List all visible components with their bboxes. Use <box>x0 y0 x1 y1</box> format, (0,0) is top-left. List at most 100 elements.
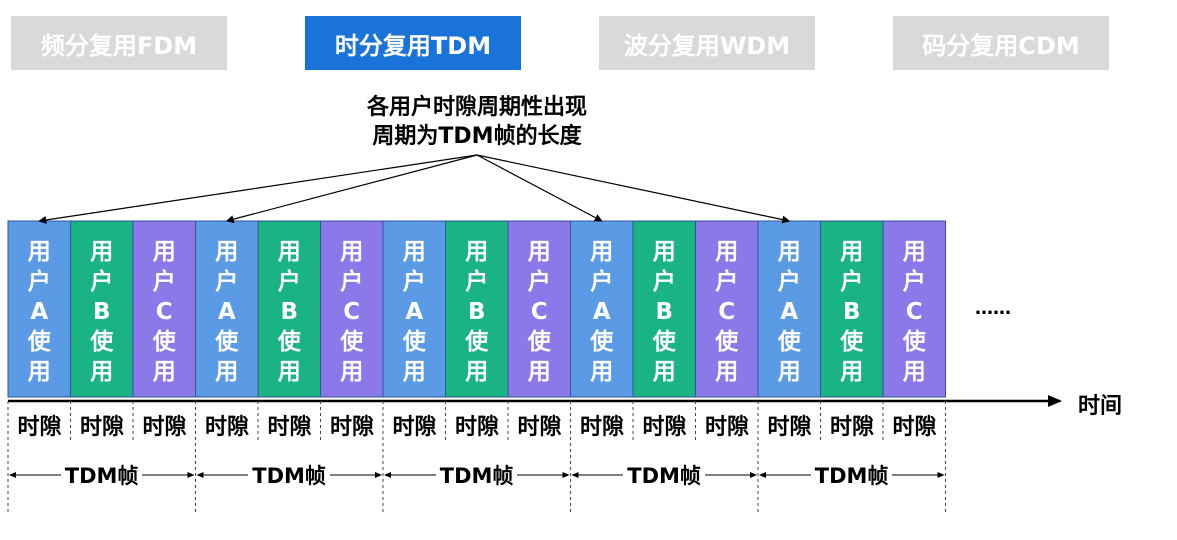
slot-block-char: 用 <box>28 239 51 265</box>
slot-label: 时隙 <box>392 415 437 440</box>
slot-block-char: 使 <box>652 329 677 355</box>
slot-label: 时隙 <box>79 415 124 440</box>
slot-label: 时隙 <box>642 415 687 440</box>
slot-block-char: 使 <box>89 329 114 355</box>
slot-block-char: 用 <box>153 359 176 385</box>
slot-block-char: 用 <box>715 239 738 265</box>
slot-block-char: C <box>156 299 173 325</box>
slot-block-char: B <box>655 299 673 325</box>
slot-label: 时隙 <box>579 415 624 440</box>
frame-label: TDM帧 <box>248 460 330 490</box>
frame-label: TDM帧 <box>623 460 705 490</box>
tab-时分复用TDM[interactable]: 时分复用TDM <box>305 16 521 70</box>
slot-block-char: 户 <box>90 268 113 295</box>
slot-block-char: 户 <box>403 268 426 295</box>
slot-block-char: 用 <box>590 239 613 265</box>
slot-label: 时隙 <box>142 415 187 440</box>
slot-block-char: 用 <box>840 239 863 265</box>
slot-block-char: 使 <box>839 329 864 355</box>
slot-block-char: 用 <box>590 359 613 385</box>
period-arrow <box>476 154 791 224</box>
slot-block-char: 户 <box>840 268 863 295</box>
slot-block-char: B <box>843 299 861 325</box>
slot-block-char: 使 <box>339 329 364 355</box>
caption-line-2: 周期为TDM帧的长度 <box>372 124 582 149</box>
diagram-caption: 各用户时隙周期性出现 周期为TDM帧的长度 <box>0 93 954 151</box>
slot-block-char: 户 <box>28 268 51 295</box>
slot-block-char: 用 <box>465 359 488 385</box>
frame-label: TDM帧 <box>810 460 893 490</box>
slot-block-char: A <box>405 299 423 325</box>
slot-block-char: 使 <box>527 329 552 355</box>
slot-block-char: 用 <box>278 359 301 385</box>
slot-block-char: 用 <box>903 359 926 385</box>
slot-block-char: 用 <box>340 359 363 385</box>
slot-block-char: 使 <box>902 329 927 355</box>
slot-block-char: 户 <box>528 268 551 295</box>
caption-line-1: 各用户时隙周期性出现 <box>366 95 587 120</box>
slot-label: 时隙 <box>767 415 812 440</box>
slot-block-char: 用 <box>840 359 863 385</box>
tab-码分复用CDM[interactable]: 码分复用CDM <box>893 16 1109 70</box>
slot-block-char: 用 <box>403 239 426 265</box>
slot-block-char: 户 <box>778 268 801 295</box>
tab-频分复用FDM[interactable]: 频分复用FDM <box>11 16 227 70</box>
period-arrow <box>38 154 478 224</box>
slot-label: 时隙 <box>517 415 562 440</box>
slot-block-char: 户 <box>215 268 238 295</box>
tab-波分复用WDM[interactable]: 波分复用WDM <box>599 16 815 70</box>
slot-block-char: 用 <box>903 239 926 265</box>
slot-block-char: 用 <box>28 359 51 385</box>
slot-block-char: B <box>468 299 486 325</box>
slot-block-char: 户 <box>653 268 676 295</box>
slot-label: 时隙 <box>329 415 374 440</box>
slot-block-char: 用 <box>153 239 176 265</box>
slot-block-char: A <box>780 299 798 325</box>
time-axis-label: 时间 <box>1078 394 1123 419</box>
slot-block-char: 用 <box>403 359 426 385</box>
slot-block-char: 用 <box>278 239 301 265</box>
slot-block-char: 户 <box>590 268 613 295</box>
slot-block-char: 使 <box>27 329 52 355</box>
slot-block-char: B <box>93 299 111 325</box>
slot-block-char: 用 <box>653 359 676 385</box>
slot-block-char: 户 <box>715 268 738 295</box>
slot-block-char: 用 <box>215 239 238 265</box>
slot-block-char: 用 <box>90 239 113 265</box>
slot-block-char: 使 <box>714 329 739 355</box>
slot-block-char: 使 <box>777 329 802 355</box>
slot-block-char: C <box>718 299 735 325</box>
slot-block-char: 用 <box>778 359 801 385</box>
slot-block-char: A <box>30 299 48 325</box>
slot-block-char: 户 <box>903 268 926 295</box>
slot-block-char: C <box>343 299 360 325</box>
slot-block-char: 用 <box>465 239 488 265</box>
slot-label: 时隙 <box>267 415 312 440</box>
slot-block-char: B <box>280 299 298 325</box>
slot-block-char: 用 <box>778 239 801 265</box>
slot-block-char: 使 <box>152 329 177 355</box>
slot-label: 时隙 <box>454 415 499 440</box>
slot-block-char: 户 <box>340 268 363 295</box>
slot-block-char: 使 <box>589 329 614 355</box>
slot-block-char: A <box>593 299 611 325</box>
slot-block-char: 户 <box>278 268 301 295</box>
slot-block-char: 户 <box>153 268 176 295</box>
slot-block-char: 用 <box>215 359 238 385</box>
slot-label: 时隙 <box>892 415 937 440</box>
